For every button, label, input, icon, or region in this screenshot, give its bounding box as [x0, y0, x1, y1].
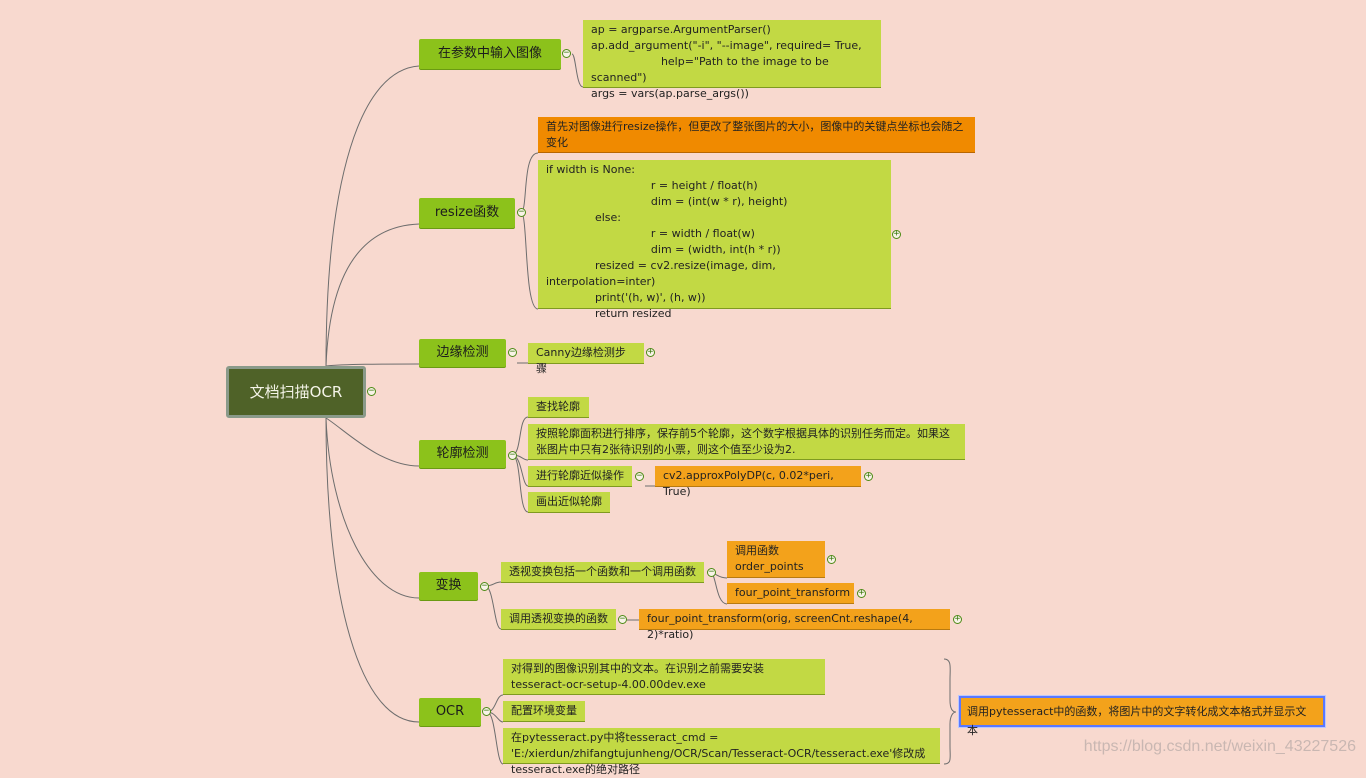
topic-label: resize函数	[434, 205, 500, 220]
topic-label: 变换	[435, 578, 462, 593]
topic-transform[interactable]: 变换	[419, 572, 478, 600]
topic-label: 边缘检测	[436, 345, 489, 360]
resize-note-node[interactable]: 首先对图像进行resize操作，但更改了整张图片的大小，图像中的关键点坐标也会随…	[538, 117, 975, 153]
collapse-toggle[interactable]: −	[480, 581, 489, 591]
watermark: https://blog.csdn.net/weixin_43227526	[1083, 738, 1356, 755]
approxpolydp-code-node[interactable]: cv2.approxPolyDP(c, 0.02*peri, True)	[655, 466, 861, 498]
draw-contour-node[interactable]: 画出近似轮廓	[528, 492, 610, 513]
topic-label: OCR	[435, 704, 465, 719]
root-topic[interactable]: 文档扫描OCR	[226, 366, 366, 418]
approx-contour-node[interactable]: 进行轮廓近似操作	[528, 466, 632, 487]
topic-edge-detection[interactable]: 边缘检测	[419, 339, 506, 367]
sort-contours-node[interactable]: 按照轮廓面积进行排序，保存前5个轮廓，这个数字根据具体的识别任务而定。如果这张图…	[528, 424, 965, 460]
collapse-toggle[interactable]: −	[618, 614, 627, 624]
expand-toggle[interactable]: +	[646, 347, 655, 357]
collapse-toggle[interactable]: −	[508, 347, 517, 357]
canny-steps-node[interactable]: Canny边缘检测步骤	[528, 343, 644, 375]
tesseract-path-node[interactable]: 在pytesseract.py中将tesseract_cmd = 'E:/xie…	[503, 728, 940, 776]
expand-toggle[interactable]: +	[953, 614, 962, 624]
order-points-node[interactable]: 调用函数 order_points	[727, 541, 825, 578]
collapse-toggle[interactable]: −	[635, 471, 644, 481]
collapse-toggle[interactable]: −	[562, 48, 571, 58]
four-point-call-code-node[interactable]: four_point_transform(orig, screenCnt.res…	[639, 609, 950, 641]
topic-contour-detection[interactable]: 轮廓检测	[419, 440, 506, 468]
expand-toggle[interactable]: +	[857, 588, 866, 598]
topic-label: 轮廓检测	[436, 446, 489, 461]
collapse-toggle[interactable]: −	[517, 207, 526, 217]
collapse-toggle[interactable]: −	[508, 450, 517, 460]
topic-ocr[interactable]: OCR	[419, 698, 481, 726]
topic-label: 在参数中输入图像	[437, 46, 542, 61]
resize-code-node[interactable]: if width is None: r = height / float(h) …	[538, 160, 891, 320]
topic-input-image[interactable]: 在参数中输入图像	[419, 39, 561, 69]
perspective-transform-node[interactable]: 透视变换包括一个函数和一个调用函数	[501, 562, 704, 583]
collapse-toggle[interactable]: −	[482, 706, 491, 716]
collapse-toggle[interactable]: −	[367, 386, 376, 396]
expand-toggle[interactable]: +	[827, 554, 836, 564]
collapse-toggle[interactable]: −	[707, 567, 716, 577]
find-contours-node[interactable]: 查找轮廓	[528, 397, 589, 418]
expand-toggle[interactable]: +	[892, 229, 901, 239]
four-point-transform-node[interactable]: four_point_transform	[727, 583, 854, 604]
ocr-recognize-node[interactable]: 对得到的图像识别其中的文本。在识别之前需要安装tesseract-ocr-set…	[503, 659, 825, 695]
summary-callout[interactable]: 调用pytesseract中的函数，将图片中的文字转化成文本格式并显示文本	[959, 696, 1325, 737]
topic-resize-function[interactable]: resize函数	[419, 198, 515, 228]
argparse-code-node[interactable]: ap = argparse.ArgumentParser() ap.add_ar…	[583, 20, 881, 100]
root-label: 文档扫描OCR	[249, 383, 343, 401]
env-variable-node[interactable]: 配置环境变量	[503, 701, 585, 722]
expand-toggle[interactable]: +	[864, 471, 873, 481]
call-transform-node[interactable]: 调用透视变换的函数	[501, 609, 616, 630]
